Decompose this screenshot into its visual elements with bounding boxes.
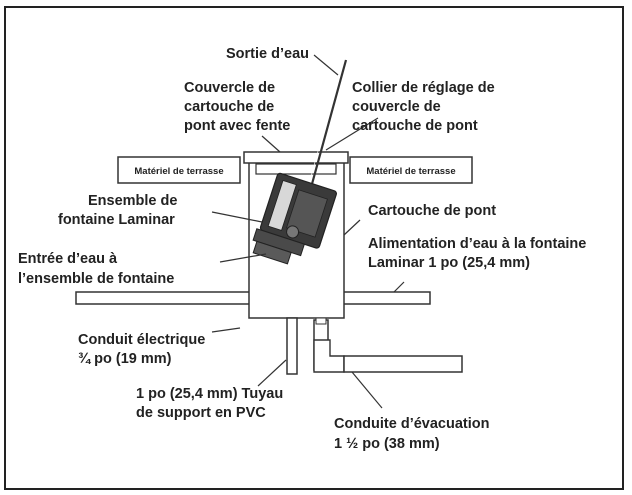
water-supply-label-2: Laminar 1 po (25,4 mm) — [368, 255, 530, 271]
lid-slot-label-3: pont avec fente — [184, 118, 290, 134]
drain-label-2: 1 ½ po (38 mm) — [334, 436, 440, 452]
water-supply-label-1: Alimentation d’eau à la fontaine — [368, 236, 586, 252]
lid-slot-label-2: cartouche de — [184, 99, 274, 115]
deck-cartridge-label: Cartouche de pont — [368, 203, 496, 219]
conduit-label-2: ¾ po (19 mm) — [78, 351, 172, 367]
pvc-support-label-2: de support en PVC — [136, 405, 266, 421]
lid-slot-label-1: Couvercle de — [184, 80, 275, 96]
pvc-support-label-1: 1 po (25,4 mm) Tuyau — [136, 386, 283, 402]
pvc-support-pipe — [286, 317, 298, 375]
drain-pipe — [313, 317, 463, 373]
deck-material-left-label: Matériel de terrasse — [134, 166, 223, 177]
labels: Sortie d’eau Couvercle de cartouche de p… — [18, 46, 586, 452]
deck-material-right-label: Matériel de terrasse — [366, 166, 455, 177]
lid-adjust-collar — [255, 163, 337, 175]
water-outlet-rod — [308, 59, 348, 185]
leader-lines — [211, 54, 405, 409]
collar-label-2: couvercle de — [352, 99, 441, 115]
drain-label-1: Conduite d’évacuation — [334, 416, 490, 432]
laminar-label-2: fontaine Laminar — [58, 212, 175, 228]
cartridge-lid — [243, 151, 349, 164]
collar-label-1: Collier de réglage de — [352, 80, 495, 96]
deck-material-right: Matériel de terrasse — [349, 156, 473, 184]
conduit-label-1: Conduit électrique — [78, 332, 205, 348]
deck-material-left: Matériel de terrasse — [117, 156, 241, 184]
water-inlet-label-1: Entrée d’eau à — [18, 251, 118, 267]
water-inlet-label-2: l’ensemble de fontaine — [18, 271, 174, 287]
laminar-label-1: Ensemble de — [88, 193, 177, 209]
water-outlet-label: Sortie d’eau — [226, 46, 309, 62]
laminar-fountain-assembly — [252, 172, 337, 265]
collar-label-3: cartouche de pont — [352, 118, 478, 134]
